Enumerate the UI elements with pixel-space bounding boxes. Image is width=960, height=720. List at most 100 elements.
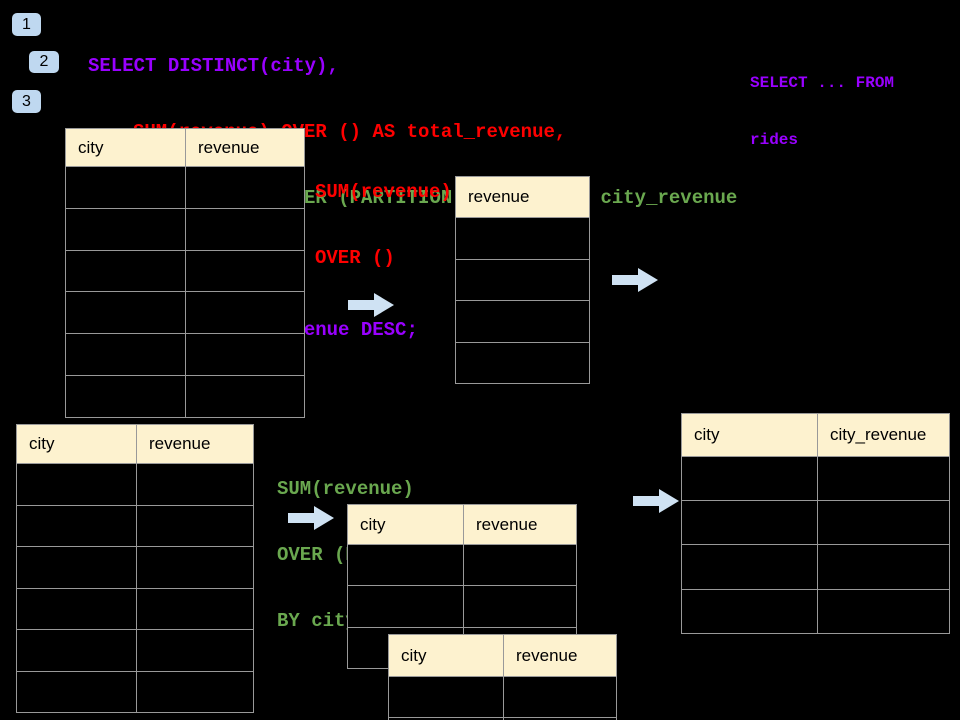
- empty-cell: [456, 301, 590, 343]
- empty-cell: [137, 671, 254, 713]
- table-row: [17, 464, 254, 506]
- empty-cell: [504, 718, 617, 720]
- table-row: [66, 250, 305, 293]
- empty-cell: [456, 342, 590, 384]
- column-header: city: [17, 425, 137, 464]
- empty-cell: [66, 250, 186, 293]
- empty-cell: [17, 588, 137, 630]
- table-row: [456, 342, 590, 384]
- column-header: revenue: [186, 129, 305, 167]
- table-row: [682, 589, 950, 634]
- step-badge-3: 3: [12, 90, 41, 113]
- step-badge-1: 1: [12, 13, 41, 36]
- table-row: [17, 630, 254, 672]
- empty-cell: [137, 505, 254, 547]
- table-row: [348, 586, 577, 628]
- empty-cell: [66, 208, 186, 251]
- total-annotation-line2: OVER (): [315, 247, 395, 269]
- empty-cell: [348, 586, 464, 628]
- column-header: revenue: [464, 505, 577, 545]
- table-row: [66, 208, 305, 251]
- empty-cell: [682, 457, 818, 502]
- column-header: city: [66, 129, 186, 167]
- column-header: revenue: [456, 177, 590, 218]
- empty-cell: [818, 589, 950, 634]
- empty-cell: [682, 545, 818, 590]
- table-row: [389, 677, 617, 718]
- arrow-right-icon: [612, 268, 658, 292]
- empty-cell: [186, 250, 305, 293]
- table-row: [389, 718, 617, 720]
- table-total-revenue: revenue: [455, 176, 590, 384]
- arrow-right-icon: [348, 293, 394, 317]
- table-header-row: revenue: [456, 177, 590, 218]
- empty-cell: [186, 167, 305, 209]
- from-note-line2: rides: [750, 131, 799, 149]
- table-row: [682, 501, 950, 546]
- table-row: [17, 547, 254, 589]
- empty-cell: [66, 292, 186, 335]
- empty-cell: [456, 218, 590, 260]
- table-row: [682, 545, 950, 590]
- table-row: [456, 301, 590, 343]
- table-row: [17, 671, 254, 713]
- empty-cell: [137, 630, 254, 672]
- column-header: city: [348, 505, 464, 545]
- empty-cell: [818, 501, 950, 546]
- table-row: [66, 375, 305, 418]
- partition-annotation-line1: SUM(revenue): [277, 478, 414, 500]
- empty-cell: [137, 464, 254, 506]
- empty-cell: [17, 505, 137, 547]
- from-note-line1: SELECT ... FROM: [750, 74, 895, 92]
- arrow-right-icon: [633, 489, 679, 513]
- empty-cell: [186, 208, 305, 251]
- empty-cell: [186, 334, 305, 376]
- table-row: [66, 167, 305, 209]
- from-clause-note: SELECT ... FROM rides: [750, 36, 894, 188]
- sql-line-select: SELECT DISTINCT(city),: [88, 55, 339, 77]
- empty-cell: [137, 588, 254, 630]
- table-row: [348, 545, 577, 587]
- empty-cell: [17, 547, 137, 589]
- empty-cell: [464, 545, 577, 587]
- empty-cell: [389, 677, 504, 718]
- empty-cell: [682, 501, 818, 546]
- empty-cell: [504, 677, 617, 718]
- table-row: [66, 292, 305, 335]
- column-header: city: [389, 635, 504, 677]
- empty-cell: [464, 586, 577, 628]
- column-header: city: [682, 414, 818, 457]
- empty-cell: [66, 167, 186, 209]
- table-row: [66, 334, 305, 376]
- step-badge-2: 2: [29, 51, 59, 73]
- table-row: [456, 218, 590, 260]
- empty-cell: [17, 464, 137, 506]
- empty-cell: [682, 589, 818, 634]
- empty-cell: [818, 457, 950, 502]
- empty-cell: [186, 375, 305, 418]
- empty-cell: [186, 292, 305, 335]
- column-header: revenue: [504, 635, 617, 677]
- column-header: city_revenue: [818, 414, 950, 457]
- empty-cell: [348, 545, 464, 587]
- table-row: [456, 259, 590, 301]
- empty-cell: [66, 375, 186, 418]
- empty-cell: [456, 259, 590, 301]
- empty-cell: [137, 547, 254, 589]
- empty-cell: [818, 545, 950, 590]
- column-header: revenue: [137, 425, 254, 464]
- table-row: [682, 457, 950, 502]
- table-row: [17, 588, 254, 630]
- arrow-right-icon: [288, 506, 334, 530]
- table-row: [17, 505, 254, 547]
- empty-cell: [17, 630, 137, 672]
- empty-cell: [389, 718, 504, 720]
